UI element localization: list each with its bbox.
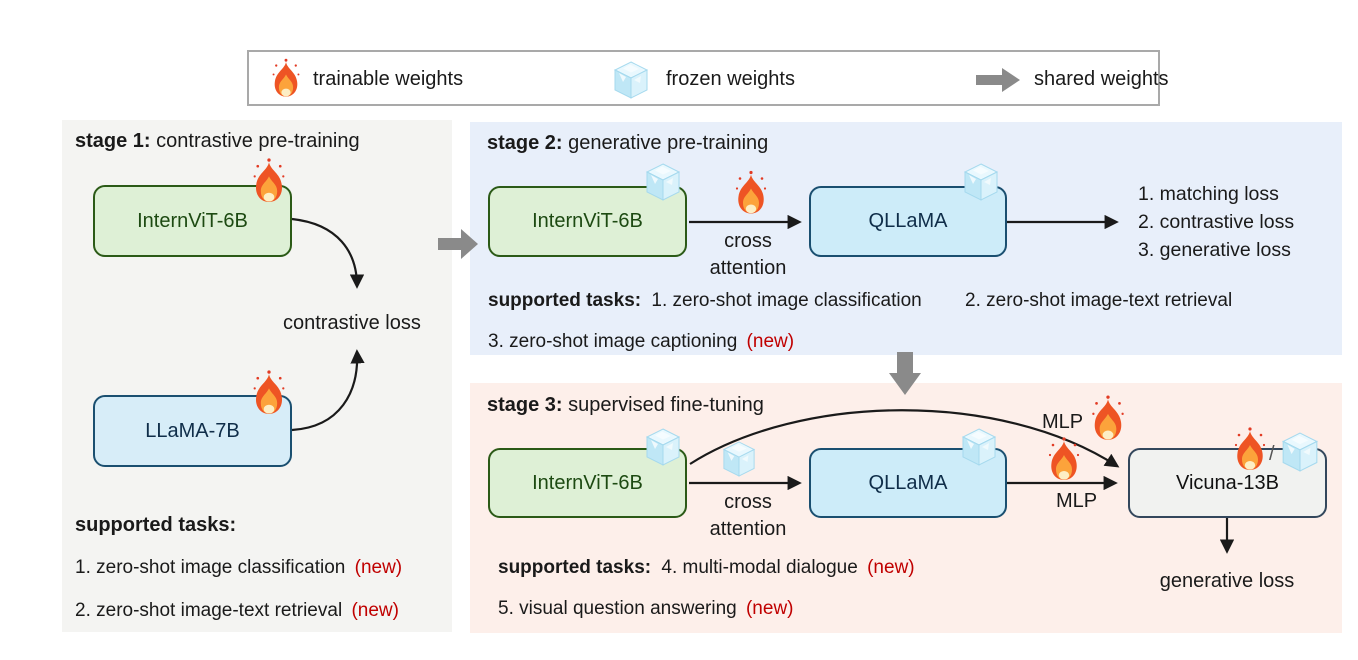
stage3-task4-text: 4. multi-modal dialogue: [661, 557, 858, 578]
stage2-internvit-label: InternViT-6B: [532, 210, 643, 232]
fire-icon: [1234, 427, 1266, 470]
stage3-mlp-top-label: MLP: [1042, 411, 1084, 433]
stage1-llama-label: LLaMA-7B: [145, 419, 240, 442]
fire-icon: [253, 158, 285, 202]
stage3-mlp-bottom-label: MLP: [1056, 490, 1098, 512]
stage2-title-rest: generative pre-training: [562, 132, 769, 154]
stage1-contrastive-loss-label: contrastive loss: [283, 312, 421, 334]
fire-icon: [253, 370, 285, 414]
stage3-tasks-line1: supported tasks: 4. multi-modal dialogue…: [498, 557, 915, 579]
stage1-tasks-header: supported tasks:: [75, 514, 237, 536]
stage2-tasks-line2: 3. zero-shot image captioning (new): [488, 331, 794, 353]
stage2-tasks-header: supported tasks:: [488, 290, 642, 311]
stage2-qllama-label: QLLaMA: [868, 210, 948, 232]
ice-cube-icon: [964, 163, 998, 201]
stage2-cross-attention-label: cross attention: [688, 228, 808, 282]
stage1-title: stage 1: contrastive pre-training: [75, 130, 360, 153]
stage3-task5-text: 5. visual question answering: [498, 598, 737, 619]
gray-block-arrow-icon: [976, 68, 1020, 92]
fire-icon: [1048, 437, 1080, 480]
stage3-title-rest: supervised fine-tuning: [562, 394, 764, 416]
stage1-task1-new-tag: (new): [354, 557, 403, 578]
stage3-cross-attention-label: cross attention: [688, 489, 808, 543]
stage1-internvit-label: InternViT-6B: [137, 209, 248, 232]
stage2-qllama-box: QLLaMA: [809, 186, 1007, 257]
stage3-tasks-header: supported tasks:: [498, 557, 652, 578]
stage3-cross-line1: cross: [724, 491, 772, 513]
stage3-generative-loss-label: generative loss: [1159, 570, 1295, 592]
stage3-task4-new-tag: (new): [867, 557, 915, 578]
stage1-task1-text: 1. zero-shot image classification: [75, 557, 346, 578]
stage2-internvit-box: InternViT-6B: [488, 186, 687, 257]
stage3-cross-line2: attention: [709, 518, 787, 540]
stage2-cross-line1: cross: [724, 230, 772, 252]
stage3-fire-or-ice-slash: /: [1269, 443, 1275, 465]
stage2-title: stage 2: generative pre-training: [487, 132, 768, 155]
fire-icon: [272, 58, 300, 97]
stage3-internvit-label: InternViT-6B: [532, 471, 643, 494]
stage2-loss-2: 2. contrastive loss: [1138, 211, 1295, 233]
stage1-task2-new-tag: (new): [351, 600, 399, 621]
stage3-qllama-label: QLLaMA: [868, 471, 948, 494]
stage1-title-bold: stage 1:: [75, 130, 151, 152]
stage2-tasks-line1: supported tasks: 1. zero-shot image clas…: [488, 290, 1232, 312]
ice-cube-icon: [646, 428, 680, 466]
fire-icon: [735, 170, 767, 214]
ice-cube-icon: [614, 61, 648, 99]
stage2-loss-list: 1. matching loss 2. contrastive loss 3. …: [1138, 180, 1294, 264]
stage3-title-bold: stage 3:: [487, 394, 563, 416]
stage2-loss-1: 1. matching loss: [1138, 183, 1279, 205]
stage2-task2-text: 2. zero-shot image-text retrieval: [965, 290, 1233, 311]
stage3-task5-new-tag: (new): [745, 598, 794, 619]
ice-cube-icon: [646, 163, 680, 201]
legend-frozen-label: frozen weights: [666, 68, 795, 90]
stage2-task1-text: 1. zero-shot image classification: [651, 290, 922, 311]
legend-box: trainable weights frozen weights shared …: [247, 50, 1169, 106]
ice-cube-icon: [723, 441, 755, 477]
stage1-task2: 2. zero-shot image-text retrieval (new): [75, 600, 399, 622]
stage2-cross-line2: attention: [709, 257, 787, 279]
stage1-task2-text: 2. zero-shot image-text retrieval: [75, 600, 343, 621]
ice-cube-icon: [1282, 432, 1318, 472]
stage1-internvit-box: InternViT-6B: [93, 185, 292, 257]
stage2-title-bold: stage 2:: [487, 132, 563, 154]
stage2-loss-3: 3. generative loss: [1138, 239, 1291, 261]
stage3-tasks-line2: 5. visual question answering (new): [498, 598, 794, 620]
stage3-title: stage 3: supervised fine-tuning: [487, 394, 764, 417]
legend-trainable-label: trainable weights: [313, 68, 464, 90]
stage2-task3-text: 3. zero-shot image captioning: [488, 331, 738, 352]
fire-icon: [1092, 395, 1124, 440]
stage3-vicuna-label: Vicuna-13B: [1175, 471, 1280, 494]
stage2-task3-new-tag: (new): [746, 331, 795, 352]
stage1-task1: 1. zero-shot image classification (new): [75, 557, 402, 579]
legend-shared-label: shared weights: [1034, 68, 1169, 90]
ice-cube-icon: [962, 428, 996, 466]
stage1-title-rest: contrastive pre-training: [150, 130, 360, 152]
